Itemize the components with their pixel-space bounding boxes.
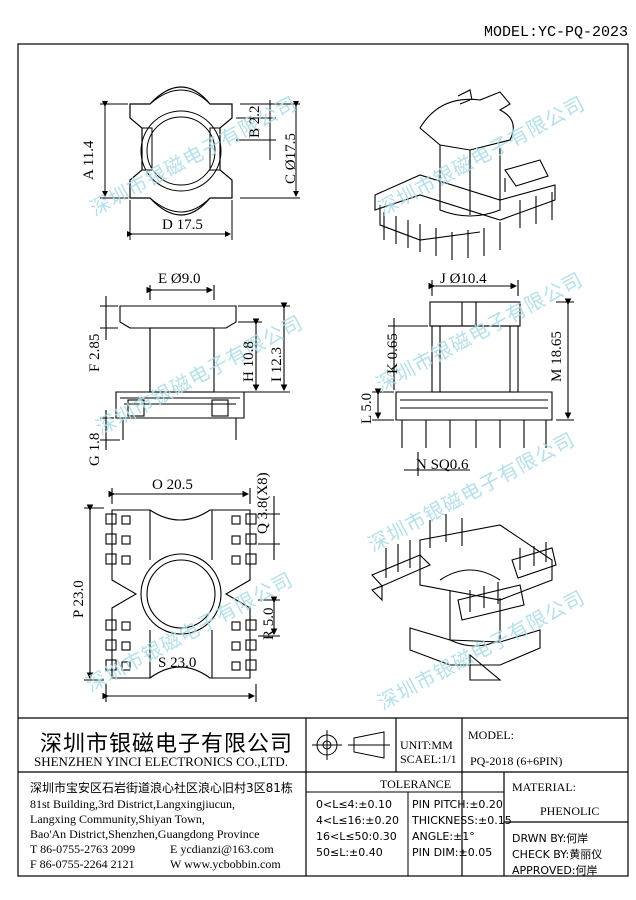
email: E ycdianzi@163.com [170, 842, 274, 856]
drawn-by: DRWN BY:何岸 [512, 832, 589, 845]
company-name-en: SHENZHEN YINCI ELECTRONICS CO.,LTD. [34, 754, 288, 769]
address-en-2: Langxing Community,Shiyan Town, [30, 812, 205, 826]
dim-c: C Ø17.5 [283, 133, 299, 184]
pins-top [383, 192, 553, 260]
pins-bottom-iso [385, 514, 547, 612]
model-value: PQ-2018 (6+6PIN) [470, 754, 563, 768]
company-name-cn: 深圳市银磁电子有限公司 [40, 732, 294, 757]
iso-view-bottom [371, 514, 557, 681]
dim-g: G 1.8 [87, 432, 103, 466]
dim-a: A 11.4 [81, 140, 97, 180]
top-model-label: MODEL:YC-PQ-2023 [484, 24, 629, 41]
title-block-lines [18, 717, 628, 876]
dim-m: M 18.65 [549, 331, 565, 382]
tolerance-row-4: 50≤L:±0.40 [316, 846, 383, 859]
bottom-view [84, 488, 280, 702]
material-value: PHENOLIC [540, 804, 600, 818]
top-view [100, 86, 300, 240]
checked-by: CHECK BY:黄丽仪 [512, 848, 603, 861]
web: W www.ycbobbin.com [170, 857, 281, 871]
tolerance-row-2: 4<L≤16:±0.20 [316, 814, 399, 827]
dim-b: B 2.2 [247, 105, 263, 138]
tel: T 86-0755-2763 2099 [30, 842, 136, 856]
address-cn: 深圳市宝安区石岩街道浪心社区浪心旧村3区81栋 [30, 781, 293, 795]
tolerance-row-1: 0<L≤4:±0.10 [316, 798, 392, 811]
dim-e: E Ø9.0 [158, 271, 201, 287]
tolerance-title: TOLERANCE [380, 777, 452, 791]
scale: SCAEL:1/1 [400, 752, 457, 766]
dim-k: K 0.65 [385, 333, 401, 374]
side-pins [401, 420, 547, 448]
sheet-border [17, 43, 629, 877]
approved-by: APPROVED:何岸 [512, 864, 598, 877]
pin-tolerance-3: ANGLE:±1° [412, 830, 475, 843]
dim-h: H 10.8 [241, 341, 257, 382]
dim-n: N SQ0.6 [416, 457, 469, 473]
projection-symbol [312, 730, 390, 760]
pin-tolerance-2: THICKNESS:±0.15 [412, 814, 512, 827]
model-label: MODEL: [468, 728, 514, 742]
dim-r: R 5.0 [261, 607, 277, 640]
fax: F 86-0755-2264 2121 [30, 857, 135, 871]
tolerance-row-3: 16<L≤50:0.30 [316, 830, 397, 843]
dim-o: O 20.5 [152, 477, 193, 493]
material-label: MATERIAL: [512, 780, 576, 794]
dim-d: D 17.5 [162, 217, 203, 233]
iso-view-top [374, 89, 556, 260]
dim-p: P 23.0 [71, 580, 87, 618]
side-view [372, 280, 574, 476]
dim-l: L 5.0 [359, 392, 375, 424]
bottom-pin-slots [105, 513, 257, 671]
unit: UNIT:MM [400, 738, 453, 752]
dim-s: S 23.0 [158, 655, 197, 671]
dim-f: F 2.85 [87, 333, 103, 372]
dim-q: Q 3.8(X8) [255, 472, 271, 534]
dim-j: J Ø10.4 [440, 271, 487, 287]
address-en-1: 81st Building,3rd District,Langxingjiucu… [30, 797, 235, 811]
pin-tolerance-4: PIN DIM:±0.05 [412, 846, 493, 859]
front-view [100, 285, 290, 450]
pin-tolerance-1: PIN PITCH:±0.20 [412, 798, 503, 811]
address-en-3: Bao'An District,Shenzhen,Guangdong Provi… [30, 827, 260, 841]
dim-i: I 12.3 [269, 347, 285, 382]
